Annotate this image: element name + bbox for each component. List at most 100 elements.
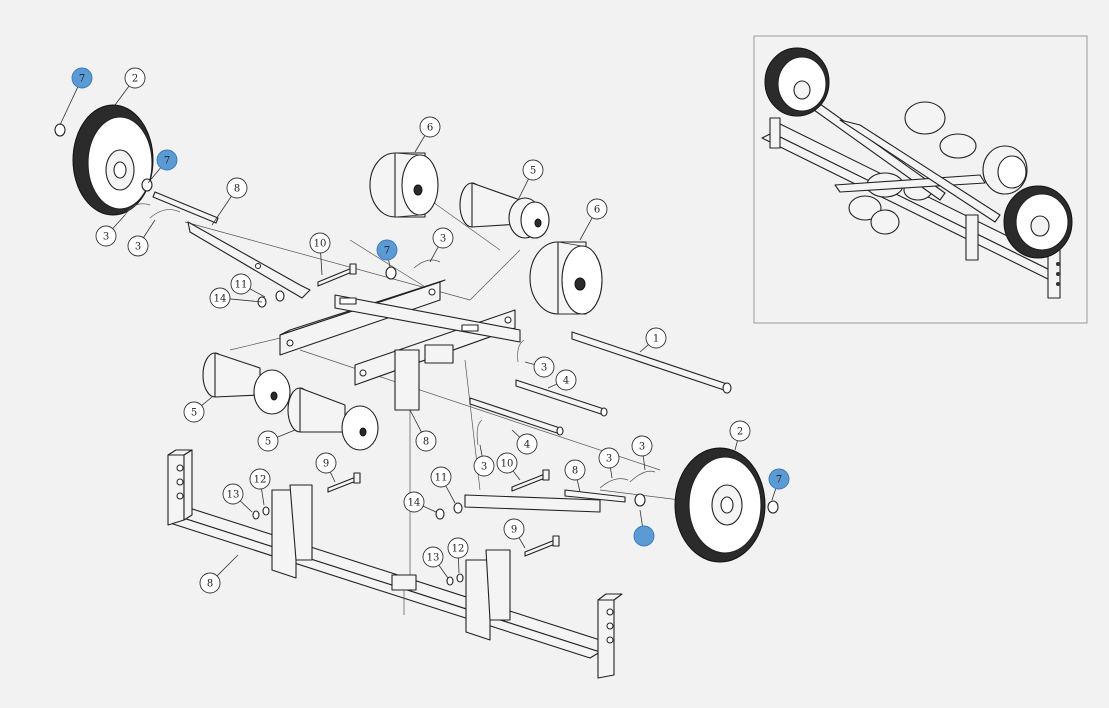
callout-number: 12: [452, 544, 465, 555]
callout-14: 14: [403, 491, 425, 513]
leader-line: [414, 135, 426, 153]
callout-number: 7: [164, 156, 170, 167]
callout-number: 2: [132, 74, 138, 85]
callout-circle: [432, 227, 454, 249]
callout-number: 6: [594, 205, 600, 216]
leader-line: [438, 564, 449, 579]
spool-roller-5-upper: [459, 182, 550, 239]
callout-number: 3: [639, 442, 645, 453]
leader-line: [445, 485, 456, 504]
callout-number: 10: [501, 459, 514, 470]
callout-number: 7: [384, 246, 390, 257]
axle-rod-4-upper: [515, 379, 608, 417]
callout-number: 8: [423, 437, 429, 448]
callout-number: 11: [435, 473, 448, 484]
callout-number: 14: [214, 294, 227, 305]
callout-circle: [516, 433, 538, 455]
callout-13: 13: [222, 483, 244, 505]
leader-line: [216, 554, 239, 577]
leader-line: [639, 509, 643, 527]
callout-11: 11: [430, 466, 452, 488]
callout-circle: [522, 159, 544, 181]
callout-circle: [598, 447, 620, 469]
axle-rod-1: [571, 331, 732, 394]
callout-number: 8: [572, 466, 578, 477]
callout-7-highlighted: 7: [71, 67, 93, 89]
leader-line: [511, 429, 520, 438]
callout-10: 10: [496, 452, 518, 474]
callout-circle: [127, 235, 149, 257]
callout-2: 2: [124, 67, 146, 89]
callout-11: 11: [230, 273, 252, 295]
leader-line: [409, 409, 422, 433]
callout-number: 11: [235, 280, 248, 291]
callout-number: 3: [103, 232, 109, 243]
callout-circle: [729, 420, 751, 442]
leader-line: [112, 214, 126, 229]
callout-number: 3: [541, 363, 547, 374]
callout-number: 9: [323, 459, 329, 470]
callout-6: 6: [419, 116, 441, 138]
callout-number: 2: [737, 427, 743, 438]
callout-circle: [226, 177, 248, 199]
washer-left: [54, 123, 153, 192]
callout-circle: [430, 466, 452, 488]
callout-7-highlighted: 7: [376, 239, 398, 261]
wheel-2-right: [674, 447, 766, 563]
callout-number: 5: [530, 166, 536, 177]
callout-circle: [555, 369, 577, 391]
leader-line: [422, 505, 437, 513]
leader-line: [388, 259, 391, 269]
callout-8: 8: [199, 572, 221, 594]
leader-line: [517, 178, 529, 201]
callout-7-highlighted: 7: [768, 468, 790, 490]
wheel-roller-6-upper: [369, 152, 439, 218]
leader-line: [639, 344, 649, 353]
callout-circle: [403, 491, 425, 513]
callout-8: 8: [226, 177, 248, 199]
callout-circle: [586, 198, 608, 220]
callout-number: 3: [135, 242, 141, 253]
callout-circle: [564, 459, 586, 481]
callout-circle: [183, 401, 205, 423]
callout-12: 12: [447, 537, 469, 559]
arm-8-left: [152, 191, 311, 299]
leader-line: [429, 246, 439, 263]
spool-roller-5-right: [287, 387, 379, 451]
callout-number: 13: [227, 490, 240, 501]
callout-10: 10: [309, 232, 331, 254]
callout-circle: [124, 67, 146, 89]
arm-8-right: [464, 489, 626, 513]
callout-number: 3: [440, 234, 446, 245]
leader-line: [261, 488, 265, 506]
leader-line: [579, 217, 593, 241]
callout-circle: [447, 537, 469, 559]
callout-circle: [503, 518, 525, 540]
leader-line: [211, 196, 232, 226]
callout-number: 1: [653, 334, 659, 345]
leader-line: [576, 479, 581, 493]
callout-number: 5: [191, 408, 197, 419]
callout-4: 4: [555, 369, 577, 391]
callout-number: 3: [606, 454, 612, 465]
callout-circle: [199, 572, 221, 594]
washer-right: [634, 493, 779, 514]
callout-number: 6: [427, 123, 433, 134]
callout-circle: [230, 273, 252, 295]
callout-number: 13: [427, 553, 440, 564]
callout-circle: [95, 225, 117, 247]
callout-circle: [415, 430, 437, 452]
base-frame: [167, 449, 623, 679]
callout-9: 9: [315, 452, 337, 474]
callout-number: 8: [207, 579, 213, 590]
callout-number: 7: [79, 74, 85, 85]
callout-blank-highlighted: [633, 525, 655, 547]
bolts: [317, 263, 560, 557]
callout-circle: [422, 546, 444, 568]
leader-line: [329, 471, 336, 483]
callout-6: 6: [586, 198, 608, 220]
center-frame: [279, 279, 521, 411]
callout-circle: [496, 452, 518, 474]
hairpin-clips: [124, 203, 656, 489]
callout-number: 4: [524, 440, 530, 451]
